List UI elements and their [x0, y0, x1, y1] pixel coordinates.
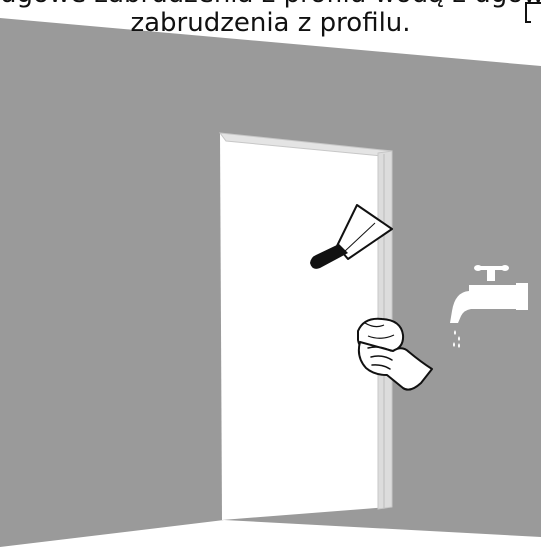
instruction-text-line-2: zabrudzenia z profilu.: [0, 8, 541, 38]
